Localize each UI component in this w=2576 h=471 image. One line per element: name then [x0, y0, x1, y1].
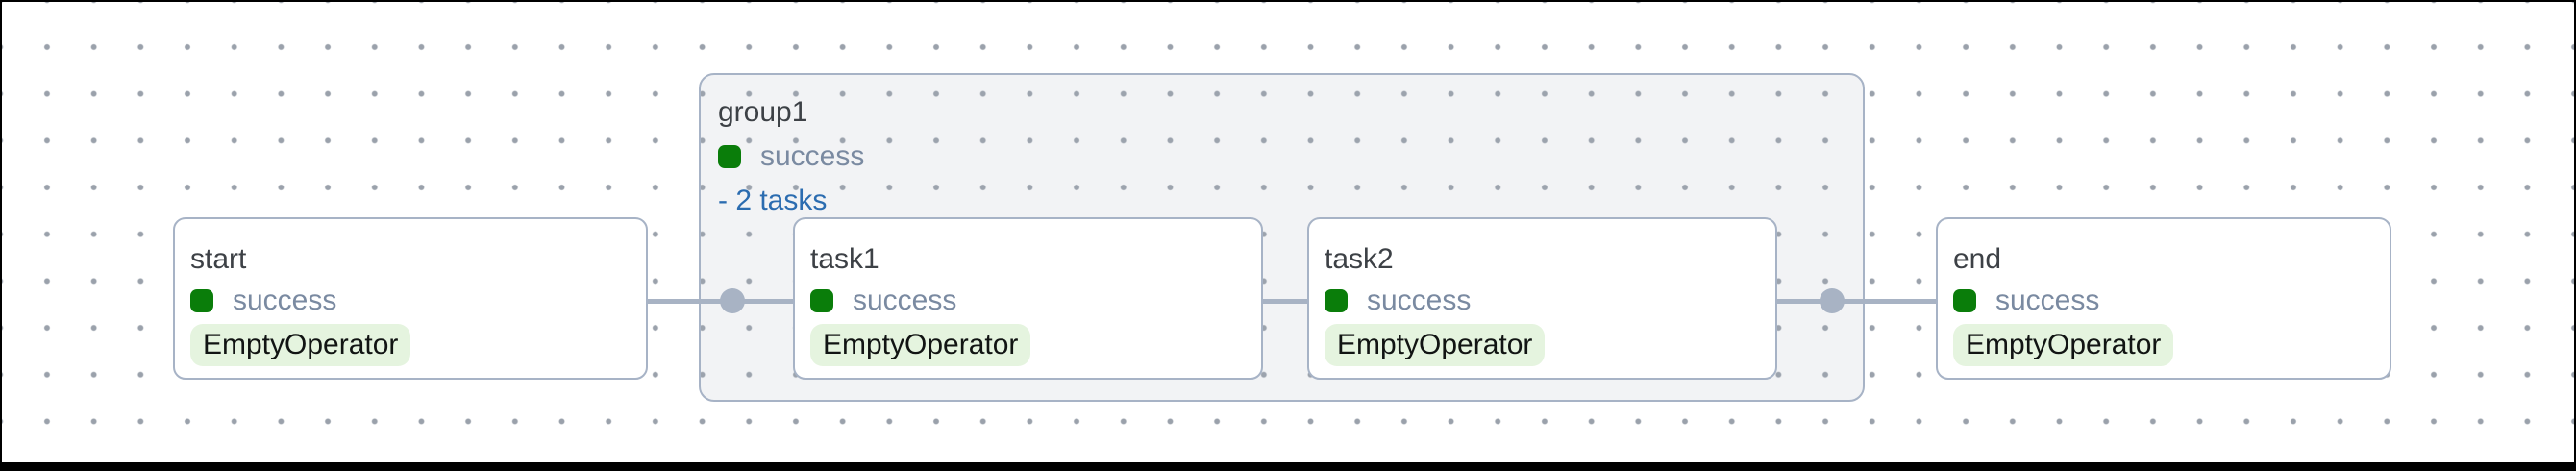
success-status-icon [1953, 289, 1976, 312]
operator-badge: EmptyOperator [1325, 324, 1546, 366]
group-input-join-dot [720, 288, 745, 313]
operator-badge: EmptyOperator [190, 324, 411, 366]
task-node-end[interactable]: end success EmptyOperator [1936, 217, 2391, 380]
group-collapse-toggle[interactable]: - 2 tasks [718, 185, 828, 216]
success-status-icon [810, 289, 833, 312]
success-status-icon [1325, 289, 1348, 312]
task-title: end [1953, 243, 2002, 275]
task-node-task1[interactable]: task1 success EmptyOperator [793, 217, 1263, 380]
success-status-icon [190, 289, 213, 312]
task-status-row: success [1953, 286, 2099, 315]
task-status-label: success [1367, 285, 1472, 316]
task-status-label: success [1995, 285, 2100, 316]
task-title: start [190, 243, 247, 275]
task-status-row: success [810, 286, 956, 315]
group-title: group1 [718, 96, 808, 128]
task-node-task2[interactable]: task2 success EmptyOperator [1307, 217, 1777, 380]
task-node-start[interactable]: start success EmptyOperator [173, 217, 648, 380]
success-status-icon [718, 145, 741, 168]
task-status-label: success [853, 285, 957, 316]
task-title: task1 [810, 243, 879, 275]
edge-group1-to-end [1776, 299, 1937, 304]
group-output-join-dot [1820, 288, 1845, 313]
edge-task1-to-task2 [1262, 299, 1308, 304]
operator-badge: EmptyOperator [1953, 324, 2174, 366]
task-status-row: success [190, 286, 336, 315]
operator-badge: EmptyOperator [810, 324, 1031, 366]
group-status-row: success [718, 142, 1845, 171]
task-status-row: success [1325, 286, 1471, 315]
task-title: task2 [1325, 243, 1394, 275]
task-status-label: success [233, 285, 337, 316]
group-status-label: success [760, 140, 865, 172]
